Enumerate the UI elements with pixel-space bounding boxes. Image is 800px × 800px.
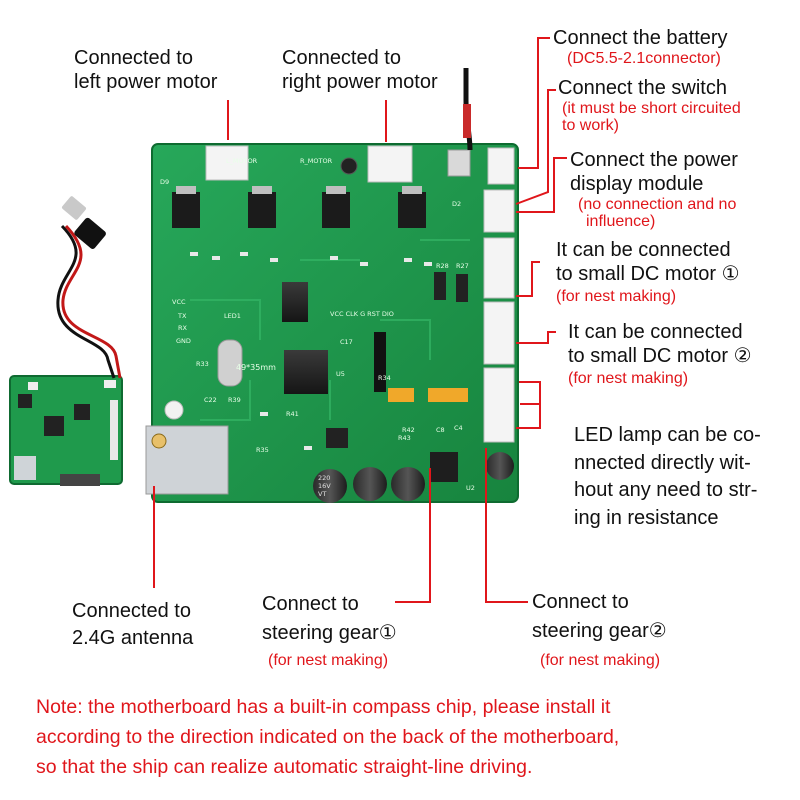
label-steering-2-sub: (for nest making) (540, 652, 661, 669)
label-switch-sub-line1: (it must be short circuited (562, 100, 741, 117)
label-steering-1-line1: Connect to (262, 593, 359, 615)
silk-c22: C22 (204, 396, 217, 404)
silk-gnd: GND (176, 337, 191, 345)
label-led-line3: hout any need to str- (574, 479, 758, 501)
label-led-line2: nnected directly wit- (574, 451, 751, 474)
label-led-line4: ing in resistance (574, 506, 719, 529)
label-power-display-line2: display module (570, 173, 704, 195)
silk-c4: C4 (454, 424, 463, 432)
leader-lines (153, 37, 567, 603)
label-dc-motor-1-sub: (for nest making) (556, 288, 677, 305)
silk-d2: D2 (452, 200, 461, 208)
label-right-motor: Connected to right power motor (282, 46, 438, 94)
cap-text-voltage: 16V (318, 482, 331, 490)
cap-text-value: 220 (318, 474, 330, 482)
label-antenna-line2: 2.4G antenna (72, 627, 194, 649)
label-left-motor-line1: Connected to (74, 47, 193, 69)
silk-header-pins: VCC CLK G RST DIO (330, 310, 394, 318)
label-antenna-line1: Connected to (72, 600, 191, 622)
label-dc-motor-1-line1: It can be connected (556, 239, 731, 261)
silk-u2: U2 (466, 484, 475, 492)
silk-r-motor: R_MOTOR (300, 157, 333, 165)
silk-vcc: VCC (172, 298, 186, 306)
silk-r27: R27 (456, 262, 469, 270)
main-pcb (145, 143, 519, 503)
silkscreen-text: L_MOTOR R_MOTOR 49*35mm VCC CLK G RST DI… (160, 157, 475, 492)
label-steering-1-sub: (for nest making) (268, 652, 389, 669)
label-dc-motor-2-line2: to small DC motor ② (568, 345, 752, 367)
silk-r33: R33 (196, 360, 209, 368)
compass-note: Note: the motherboard has a built-in com… (36, 692, 776, 782)
silk-l-motor: L_MOTOR (226, 157, 258, 165)
label-led: LED lamp can be co- nnected directly wit… (574, 422, 761, 532)
label-steering-2-line2: steering gear② (532, 620, 667, 642)
silk-r39: R39 (228, 396, 241, 404)
compass-note-line3: so that the ship can realize automatic s… (36, 756, 533, 778)
label-power-display-sub-line1: (no connection and no (578, 196, 737, 213)
label-dc-motor-2: It can be connected to small DC motor ② (568, 320, 752, 368)
label-switch: Connect the switch (558, 77, 727, 99)
power-cable (56, 196, 122, 379)
silk-r42: R42 (402, 426, 415, 434)
compass-note-line2: according to the direction indicated on … (36, 726, 620, 748)
silk-r34: R34 (378, 374, 391, 382)
label-left-motor: Connected to left power motor (74, 46, 217, 94)
label-switch-sub-line2: to work) (562, 117, 619, 134)
silk-r43: R43 (398, 434, 411, 442)
label-switch-sub: (it must be short circuited to work) (562, 100, 741, 134)
label-steering-2-line1: Connect to (532, 591, 629, 613)
capacitor-markings: 220 16V VT (318, 474, 331, 498)
silk-led1: LED1 (224, 312, 241, 320)
silk-r41: R41 (286, 410, 299, 418)
silk-tx: TX (177, 312, 187, 320)
label-battery-sub: (DC5.5-2.1connector) (567, 50, 721, 67)
wire-red-sleeve (463, 104, 471, 138)
silk-d9: D9 (160, 178, 169, 186)
silk-r28: R28 (436, 262, 449, 270)
label-antenna: Connected to 2.4G antenna (72, 598, 193, 652)
small-board-thumbnail (9, 375, 123, 486)
silk-size: 49*35mm (236, 363, 276, 372)
label-steering-2: Connect to steering gear② (532, 588, 667, 646)
label-left-motor-line2: left power motor (74, 71, 218, 93)
label-power-display-line1: Connect the power (570, 149, 738, 171)
cap-text-brand: VT (318, 490, 326, 498)
label-steering-1-line2: steering gear① (262, 622, 397, 644)
label-led-line1: LED lamp can be co- (574, 424, 761, 446)
silk-c8: C8 (436, 426, 445, 434)
label-power-display-sub: (no connection and no influence) (578, 196, 736, 230)
label-right-motor-line1: Connected to (282, 47, 401, 69)
label-dc-motor-2-line1: It can be connected (568, 321, 743, 343)
compass-note-line1: Note: the motherboard has a built-in com… (36, 696, 611, 718)
label-dc-motor-1-line2: to small DC motor ① (556, 263, 740, 285)
label-battery: Connect the battery (553, 27, 728, 49)
silk-r35: R35 (256, 446, 269, 454)
silk-rx: RX (178, 324, 188, 332)
silk-c17: C17 (340, 338, 353, 346)
label-power-display-sub-line2: influence) (586, 213, 656, 230)
label-dc-motor-2-sub: (for nest making) (568, 370, 689, 387)
silk-u5: U5 (336, 370, 345, 378)
label-dc-motor-1: It can be connected to small DC motor ① (556, 238, 740, 286)
label-power-display: Connect the power display module (570, 148, 738, 196)
label-right-motor-line2: right power motor (282, 71, 438, 93)
label-steering-1: Connect to steering gear① (262, 590, 397, 648)
